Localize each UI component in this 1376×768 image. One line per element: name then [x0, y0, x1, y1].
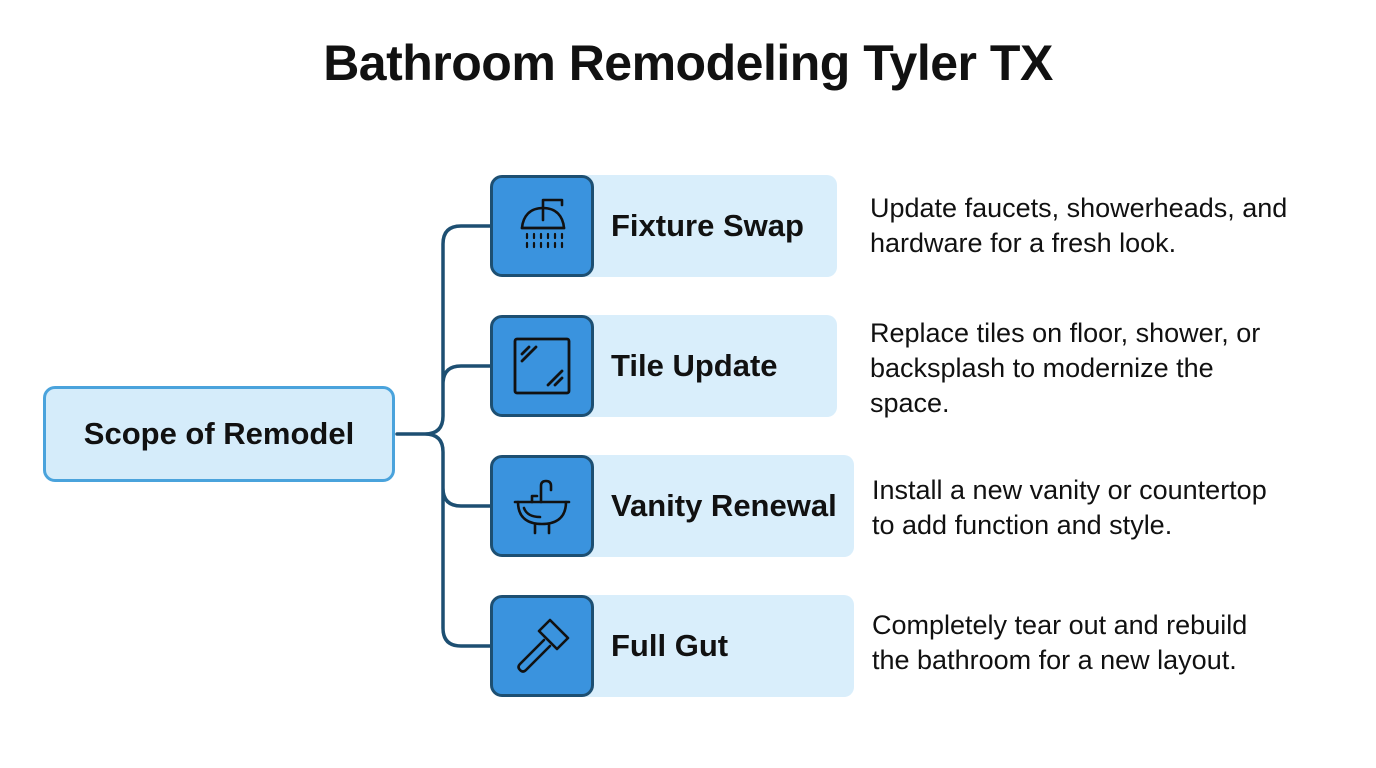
- sink-faucet-icon: [490, 455, 594, 557]
- description-line: space.: [870, 388, 950, 418]
- branch-label: Full Gut: [611, 628, 729, 663]
- description-line: Replace tiles on floor, shower, or: [870, 318, 1261, 348]
- root-label: Scope of Remodel: [83, 416, 355, 451]
- root-node: Scope of Remodel: [43, 386, 395, 482]
- description-line: Completely tear out and rebuild: [872, 610, 1248, 640]
- description-line: backsplash to modernize the: [870, 353, 1214, 383]
- description-full-gut: Completely tear out and rebuild the bath…: [872, 608, 1247, 678]
- description-line: Update faucets, showerheads, and: [870, 193, 1288, 223]
- description-vanity-renewal: Install a new vanity or countertop to ad…: [872, 473, 1267, 543]
- description-tile-update: Replace tiles on floor, shower, or backs…: [870, 316, 1260, 421]
- connector-trunk: [395, 224, 494, 648]
- branch-label: Tile Update: [611, 348, 778, 383]
- description-line: the bathroom for a new layout.: [872, 645, 1237, 675]
- tile-icon: [490, 315, 594, 417]
- description-fixture-swap: Update faucets, showerheads, and hardwar…: [870, 191, 1287, 261]
- branch-label: Fixture Swap: [611, 208, 804, 243]
- shower-head-icon: [490, 175, 594, 277]
- description-line: Install a new vanity or countertop: [872, 475, 1267, 505]
- page-title: Bathroom Remodeling Tyler TX: [323, 35, 1053, 91]
- description-line: hardware for a fresh look.: [870, 228, 1177, 258]
- branch-label: Vanity Renewal: [611, 488, 837, 523]
- sledgehammer-icon: [490, 595, 594, 697]
- description-line: to add function and style.: [872, 510, 1173, 540]
